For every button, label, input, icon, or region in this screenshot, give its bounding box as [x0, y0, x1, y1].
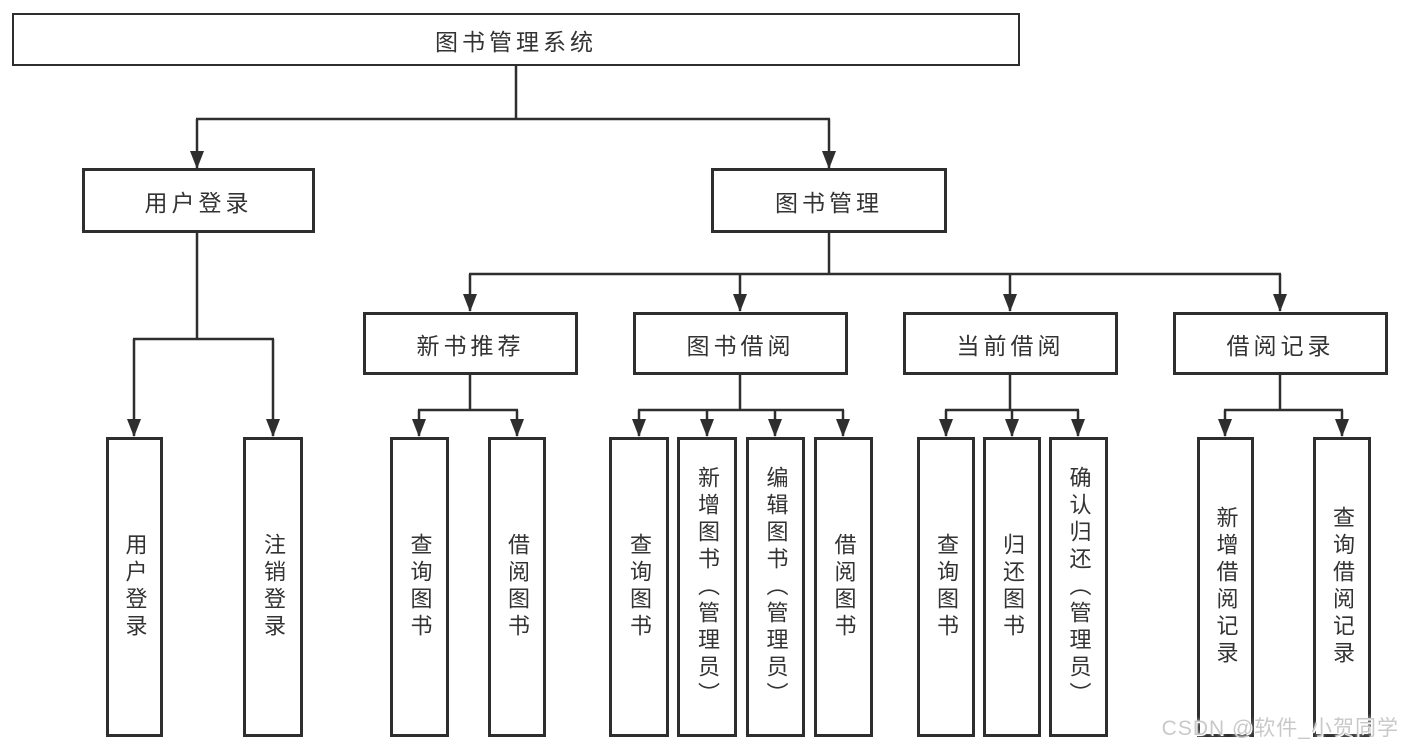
node-book-borrowing: 图书借阅 [633, 312, 848, 375]
leaf-borrow-books: 借阅图书 [814, 437, 873, 737]
leaf-query-borrow-record: 查询借阅记录 [1313, 437, 1371, 737]
node-new-book-recommendation: 新书推荐 [363, 312, 578, 375]
leaf-query-books-current: 查询图书 [917, 437, 975, 737]
leaf-add-books-admin: 新增图书（管理员） [677, 437, 737, 737]
leaf-return-books: 归还图书 [983, 437, 1041, 737]
node-user-login: 用户登录 [82, 168, 315, 233]
leaf-query-books-recommend: 查询图书 [390, 437, 449, 737]
node-book-management: 图书管理 [711, 168, 947, 233]
node-library-management-system: 图书管理系统 [12, 13, 1020, 66]
leaf-edit-books-admin: 编辑图书（管理员） [746, 437, 805, 737]
leaf-query-books-borrow: 查询图书 [609, 437, 669, 737]
leaf-user-login: 用户登录 [106, 437, 163, 737]
node-current-borrowing: 当前借阅 [903, 312, 1118, 375]
leaf-add-borrow-record: 新增借阅记录 [1197, 437, 1254, 737]
leaf-borrow-books-recommend: 借阅图书 [488, 437, 546, 737]
node-borrowing-records: 借阅记录 [1173, 312, 1388, 375]
csdn-watermark: CSDN @软件_小贺同学 [1161, 717, 1399, 740]
leaf-logout: 注销登录 [243, 437, 303, 737]
leaf-confirm-return-admin: 确认归还（管理员） [1049, 437, 1108, 737]
